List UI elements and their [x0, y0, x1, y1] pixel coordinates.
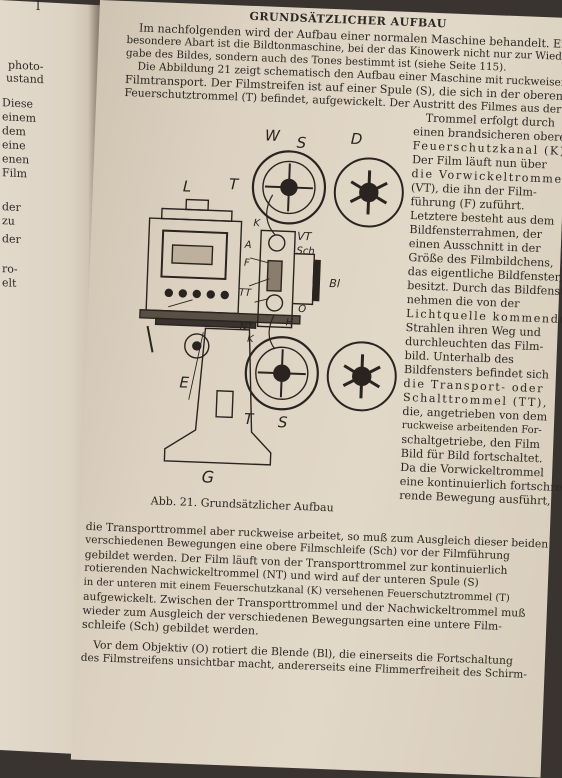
projector-figure: W S D T L K VT A F Sch Bl TT O H NT K E … [139, 126, 404, 487]
left-line: der [2, 200, 21, 215]
motor [184, 333, 210, 359]
figure-label-t-top: T [229, 175, 241, 193]
figure-label-sch: Sch [296, 246, 315, 258]
crank-arm [146, 325, 154, 353]
lens-tube [292, 252, 316, 306]
top-reel-drum [251, 150, 327, 225]
bottom-spare-spokes [342, 354, 381, 399]
figure-label-k-top: K [253, 218, 261, 229]
mechanism-frame [256, 229, 296, 329]
lamp-window [160, 229, 229, 281]
motor-hub [192, 341, 202, 351]
top-spare-reel [333, 157, 404, 228]
top-spare-spokes [349, 170, 388, 215]
top-reel-spokes [264, 163, 313, 212]
figure-label-w: W [265, 126, 282, 145]
figure-label-e: E [179, 373, 190, 391]
bottom-reel-spokes [257, 349, 306, 398]
figure-label-h: H [286, 317, 294, 328]
top-reel-ring [262, 160, 316, 215]
left-line: der [2, 232, 21, 247]
pedestal [163, 327, 272, 466]
figure-label-l: L [183, 177, 192, 195]
left-page-fragment: l [36, 0, 41, 15]
base-rail [154, 317, 257, 329]
left-line: elt [2, 276, 17, 290]
lamp-knob [178, 289, 187, 298]
left-line: zu [2, 214, 15, 228]
figure-label-s-bottom: S [278, 413, 289, 431]
left-line: eine [2, 138, 26, 153]
figure-label-s-top: S [296, 134, 307, 152]
lamp-knob [164, 288, 174, 298]
lamp-window-inner [171, 244, 214, 266]
sprocket-vt [268, 234, 286, 252]
figure-label-nt: NT [239, 322, 254, 334]
figure-label-t-bottom: T [244, 410, 256, 428]
lamp-knob [192, 289, 201, 299]
left-line: ro- [2, 262, 18, 276]
right-page: GRUNDSÄTZLICHER AUFBAU Im nachfolgenden … [70, 0, 562, 778]
bottom-reel-ring [255, 346, 309, 400]
leader-lines [168, 257, 270, 400]
film-path [266, 194, 276, 350]
lamp-vent [185, 198, 210, 212]
figure-label-a: A [243, 240, 251, 251]
pedestal-door [215, 390, 234, 419]
left-line: dem [2, 124, 26, 139]
left-line: enen [2, 152, 30, 167]
figure-label-k-bottom: K [247, 334, 255, 345]
film-gate [266, 259, 283, 292]
bottom-reel-drum [244, 336, 319, 411]
figure-label-d: D [351, 130, 363, 148]
sprocket-tt [265, 294, 284, 312]
shutter-blade [311, 259, 321, 302]
left-line: einem [2, 110, 37, 125]
figure-label-bl: Bl [329, 277, 340, 290]
figure-caption: Abb. 21. Grundsätzlicher Aufbau [150, 494, 334, 515]
bottom-spare-reel [326, 341, 397, 412]
figure-label-o: O [298, 304, 306, 315]
lamp-knob [220, 290, 229, 300]
figure-label-vt: VT [297, 230, 313, 244]
left-line: Diese [2, 96, 34, 111]
left-line: ustand [6, 71, 44, 87]
figure-label-f: F [244, 258, 250, 269]
left-line: Film [2, 166, 28, 181]
figure-label-tt: TT [239, 288, 253, 299]
lamp-knob [206, 290, 215, 299]
figure-label-g: G [201, 467, 214, 486]
